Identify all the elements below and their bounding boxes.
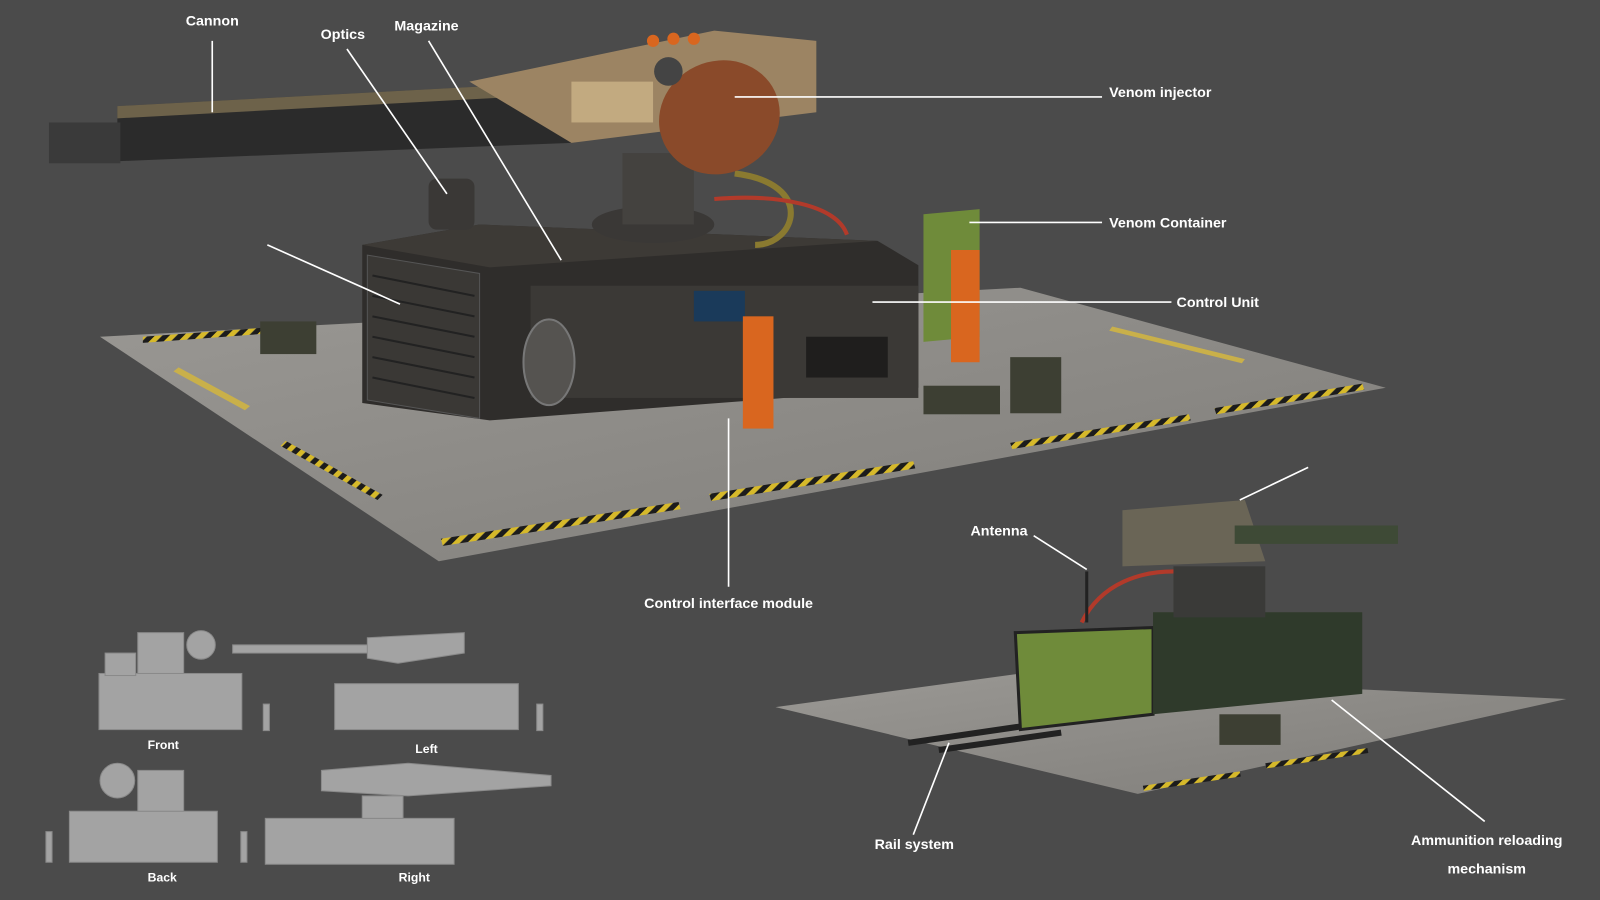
callout-optics: Optics — [321, 27, 365, 43]
callout-ammunition-reloading-line2: mechanism — [1447, 861, 1526, 877]
main-turret — [48, 30, 1062, 429]
secondary-view — [775, 500, 1567, 794]
view-label-right: Right — [399, 871, 430, 885]
callout-rail-system: Rail system — [875, 837, 954, 853]
callout-control-unit: Control Unit — [1177, 295, 1260, 311]
ortho-views: Front Left Back Right — [45, 630, 552, 885]
callout-ammunition-reloading-line1: Ammunition reloading — [1411, 833, 1562, 849]
view-label-back: Back — [148, 871, 177, 885]
back-view-drawing — [45, 762, 248, 863]
callout-magazine: Magazine — [394, 19, 458, 35]
callout-antenna: Antenna — [970, 524, 1028, 540]
left-view-drawing — [232, 632, 544, 732]
leader-lines — [211, 40, 1486, 835]
callout-control-interface-module: Control interface module — [644, 596, 813, 612]
callout-venom-injector: Venom injector — [1109, 85, 1212, 101]
view-label-front: Front — [148, 738, 179, 752]
front-view-drawing — [98, 630, 270, 732]
callout-cannon: Cannon — [186, 14, 239, 30]
callout-venom-container: Venom Container — [1109, 216, 1227, 232]
view-label-left: Left — [415, 742, 437, 756]
right-view-drawing — [264, 762, 552, 865]
